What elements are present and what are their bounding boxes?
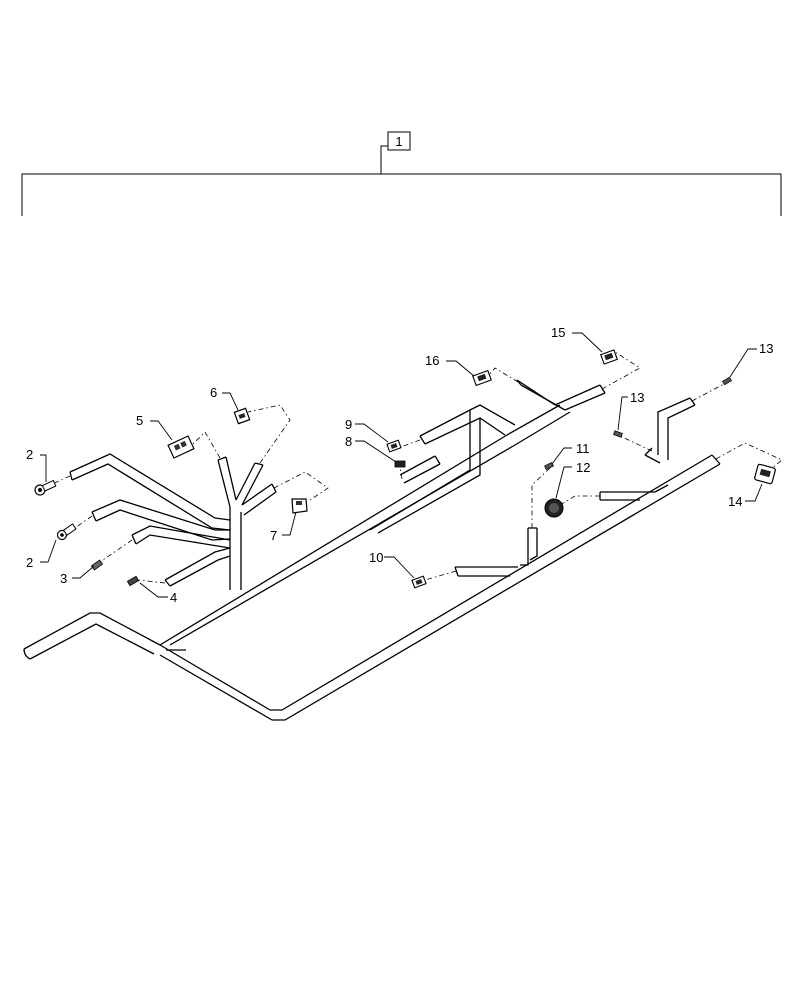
connector-16 [472, 369, 492, 387]
connector-8 [394, 460, 406, 468]
callout-2-lower: 2 [26, 555, 33, 570]
callout-2-upper: 2 [26, 447, 33, 462]
harness-outline [23, 379, 721, 721]
assembly-label: 1 [395, 134, 402, 149]
connector-14 [754, 463, 776, 485]
connector-10 [411, 575, 427, 589]
assembly-bracket: 1 [21, 131, 782, 216]
callout-8: 8 [345, 434, 352, 449]
callout-3: 3 [60, 571, 67, 586]
callout-16: 16 [425, 353, 439, 368]
terminal-13-left [613, 430, 623, 438]
callout-11: 11 [576, 441, 590, 456]
connector-12 [544, 498, 564, 518]
connector-6 [233, 407, 251, 425]
terminal-3 [90, 559, 104, 571]
callout-6: 6 [210, 385, 217, 400]
connector-7 [291, 498, 308, 514]
ring-terminal-2-lower [56, 523, 77, 541]
callouts: 2 2 3 4 5 6 7 8 9 10 11 12 13 13 14 15 1… [26, 325, 773, 605]
callout-12: 12 [576, 460, 590, 475]
connector-5 [167, 435, 195, 459]
connector-15 [600, 349, 618, 365]
callout-leaders [40, 332, 763, 598]
callout-9: 9 [345, 417, 352, 432]
terminal-11 [544, 462, 554, 470]
callout-15: 15 [551, 325, 565, 340]
terminal-4 [126, 575, 140, 587]
assembly-label-box [387, 131, 411, 151]
callout-4: 4 [170, 590, 177, 605]
connector-9 [386, 439, 402, 453]
ring-terminal-2-upper [34, 479, 57, 496]
callout-5: 5 [136, 413, 143, 428]
callout-13-left: 13 [630, 390, 644, 405]
callout-7: 7 [270, 528, 277, 543]
terminal-13-right [722, 376, 732, 386]
callout-10: 10 [369, 550, 383, 565]
callout-14: 14 [728, 494, 742, 509]
callout-13-right: 13 [759, 341, 773, 356]
